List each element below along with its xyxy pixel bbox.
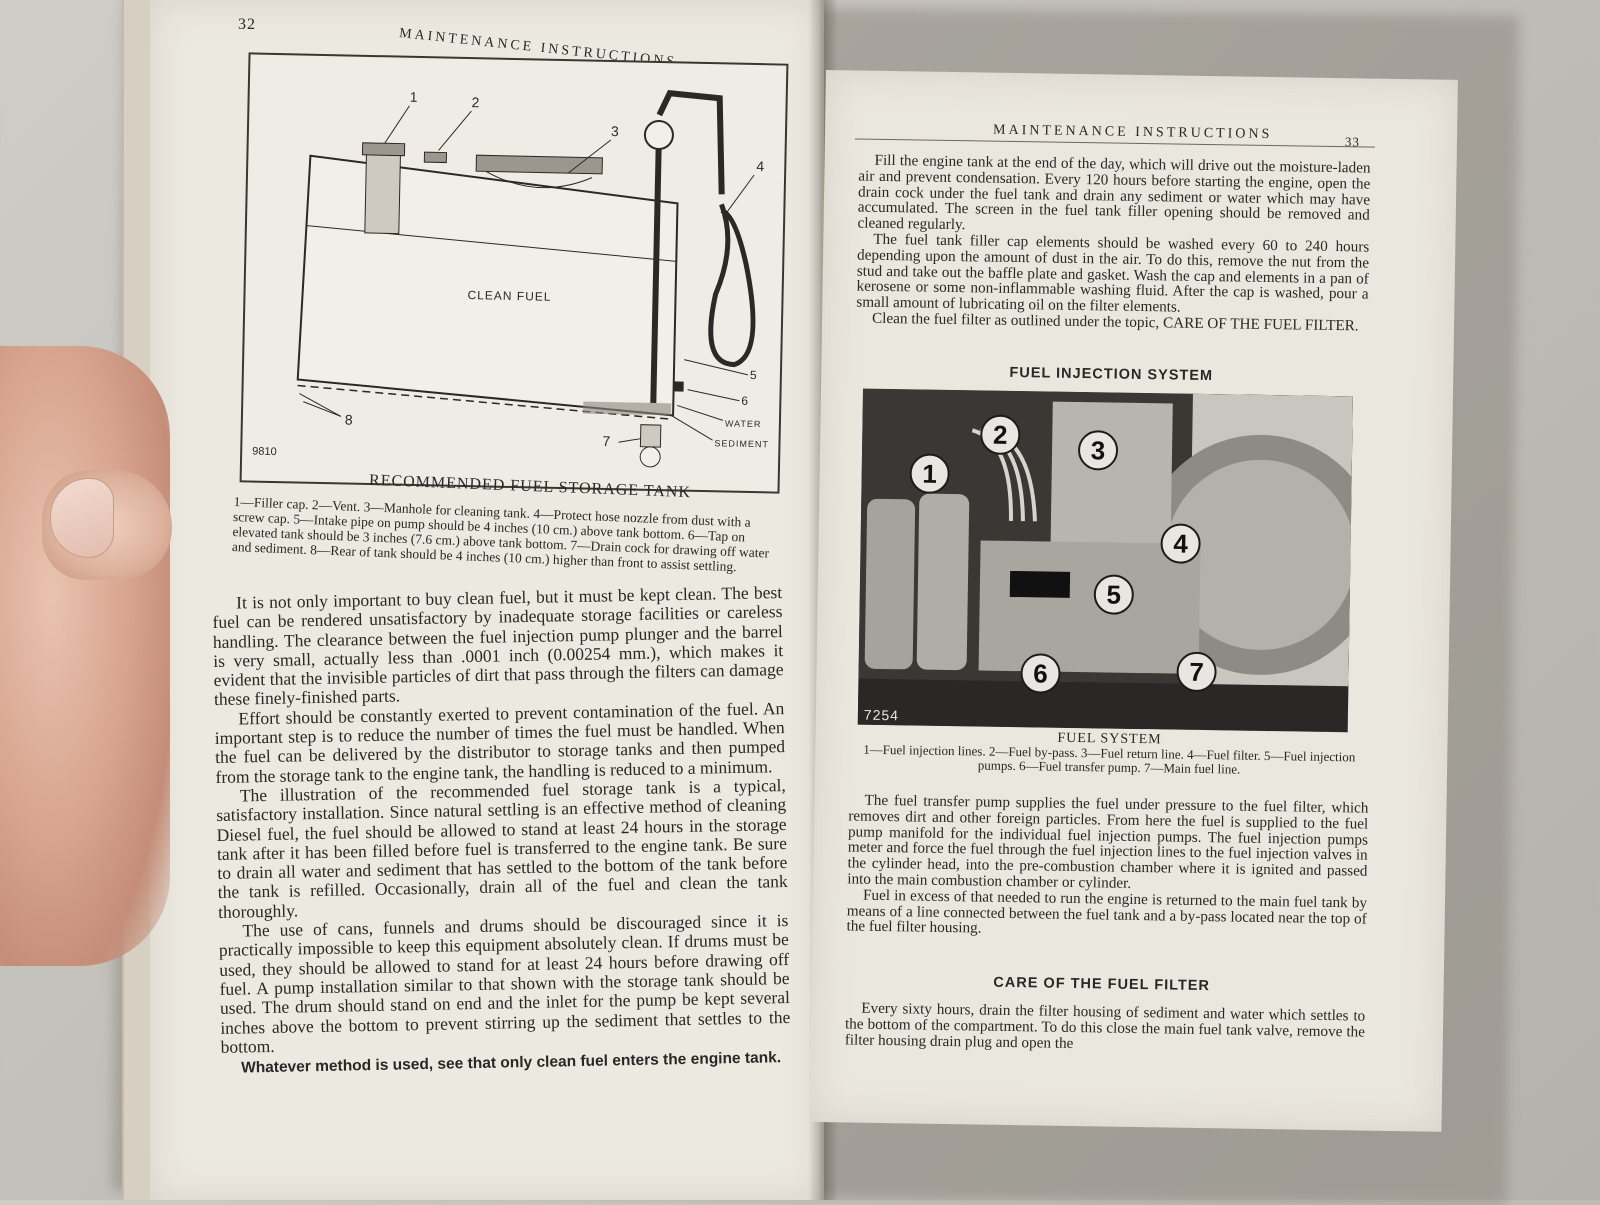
water-label: WATER	[725, 418, 762, 429]
paragraph: Every sixty hours, drain the filter hous…	[844, 999, 1366, 1052]
paragraph: It is not only important to buy clean fu…	[212, 582, 784, 710]
fuel-tank-drawing: 1 2 3 4 5 6 7 8 CLEAN FUEL WATER SEDIMEN…	[252, 89, 769, 468]
running-head: MAINTENANCE INSTRUCTIONS	[992, 122, 1273, 143]
photo-number: 7254	[863, 706, 900, 724]
diagram-label-8: 8	[345, 411, 353, 427]
diagram-label-6: 6	[741, 394, 748, 408]
diagram-label-2: 2	[471, 94, 479, 110]
paragraph: The fuel transfer pump supplies the fuel…	[847, 791, 1369, 892]
paragraph: The use of cans, funnels and drums shoul…	[218, 910, 791, 1057]
fuel-system-photo: 1 2 3 4 5 6 7 7254	[857, 388, 1353, 733]
fuel-tank-diagram: 1 2 3 4 5 6 7 8 CLEAN FUEL WATER SEDIMEN…	[239, 52, 789, 494]
left-body-text: It is not only important to buy clean fu…	[212, 582, 791, 1078]
figure-caption-body: 1—Filler cap. 2—Vent. 3—Manhole for clea…	[231, 494, 770, 575]
right-bottom-text: The fuel transfer pump supplies the fuel…	[846, 792, 1368, 942]
thumbnail	[50, 478, 114, 558]
engine-photo	[857, 388, 1353, 733]
paragraph: Fill the engine tank at the end of the d…	[857, 151, 1371, 234]
right-page: MAINTENANCE INSTRUCTIONS 33 Fill the eng…	[809, 70, 1458, 1132]
diagram-label-3: 3	[611, 123, 619, 139]
left-page: 32 MAINTENANCE INSTRUCTIONS	[150, 0, 820, 1200]
hand	[0, 346, 170, 966]
photo-caption: FUEL SYSTEM 1—Fuel injection lines. 2—Fu…	[849, 728, 1370, 778]
page-number: 33	[1344, 134, 1361, 150]
right-top-text: Fill the engine tank at the end of the d…	[856, 151, 1371, 335]
sediment-label: SEDIMENT	[714, 438, 769, 449]
figure-number: 9810	[252, 446, 277, 459]
diagram-label-5: 5	[750, 368, 757, 382]
diagram-label-7: 7	[602, 433, 610, 449]
paragraph: Fuel in excess of that needed to run the…	[846, 886, 1368, 937]
page-number: 32	[238, 16, 256, 33]
diagram-label-1: 1	[410, 89, 418, 105]
right-bottom-text: Every sixty hours, drain the filter hous…	[845, 1000, 1366, 1056]
diagram-label-4: 4	[756, 158, 764, 174]
section-title: FUEL INJECTION SYSTEM	[1009, 364, 1214, 385]
paragraph: Effort should be constantly exerted to p…	[214, 697, 786, 787]
paragraph: The fuel tank filler cap elements should…	[856, 230, 1370, 316]
paragraph: The illustration of the recommended fuel…	[216, 774, 788, 922]
photo-caption-body: 1—Fuel injection lines. 2—Fuel by-pass. …	[863, 741, 1356, 777]
tank-label: CLEAN FUEL	[467, 288, 551, 304]
section-title: CARE OF THE FUEL FILTER	[993, 974, 1211, 995]
